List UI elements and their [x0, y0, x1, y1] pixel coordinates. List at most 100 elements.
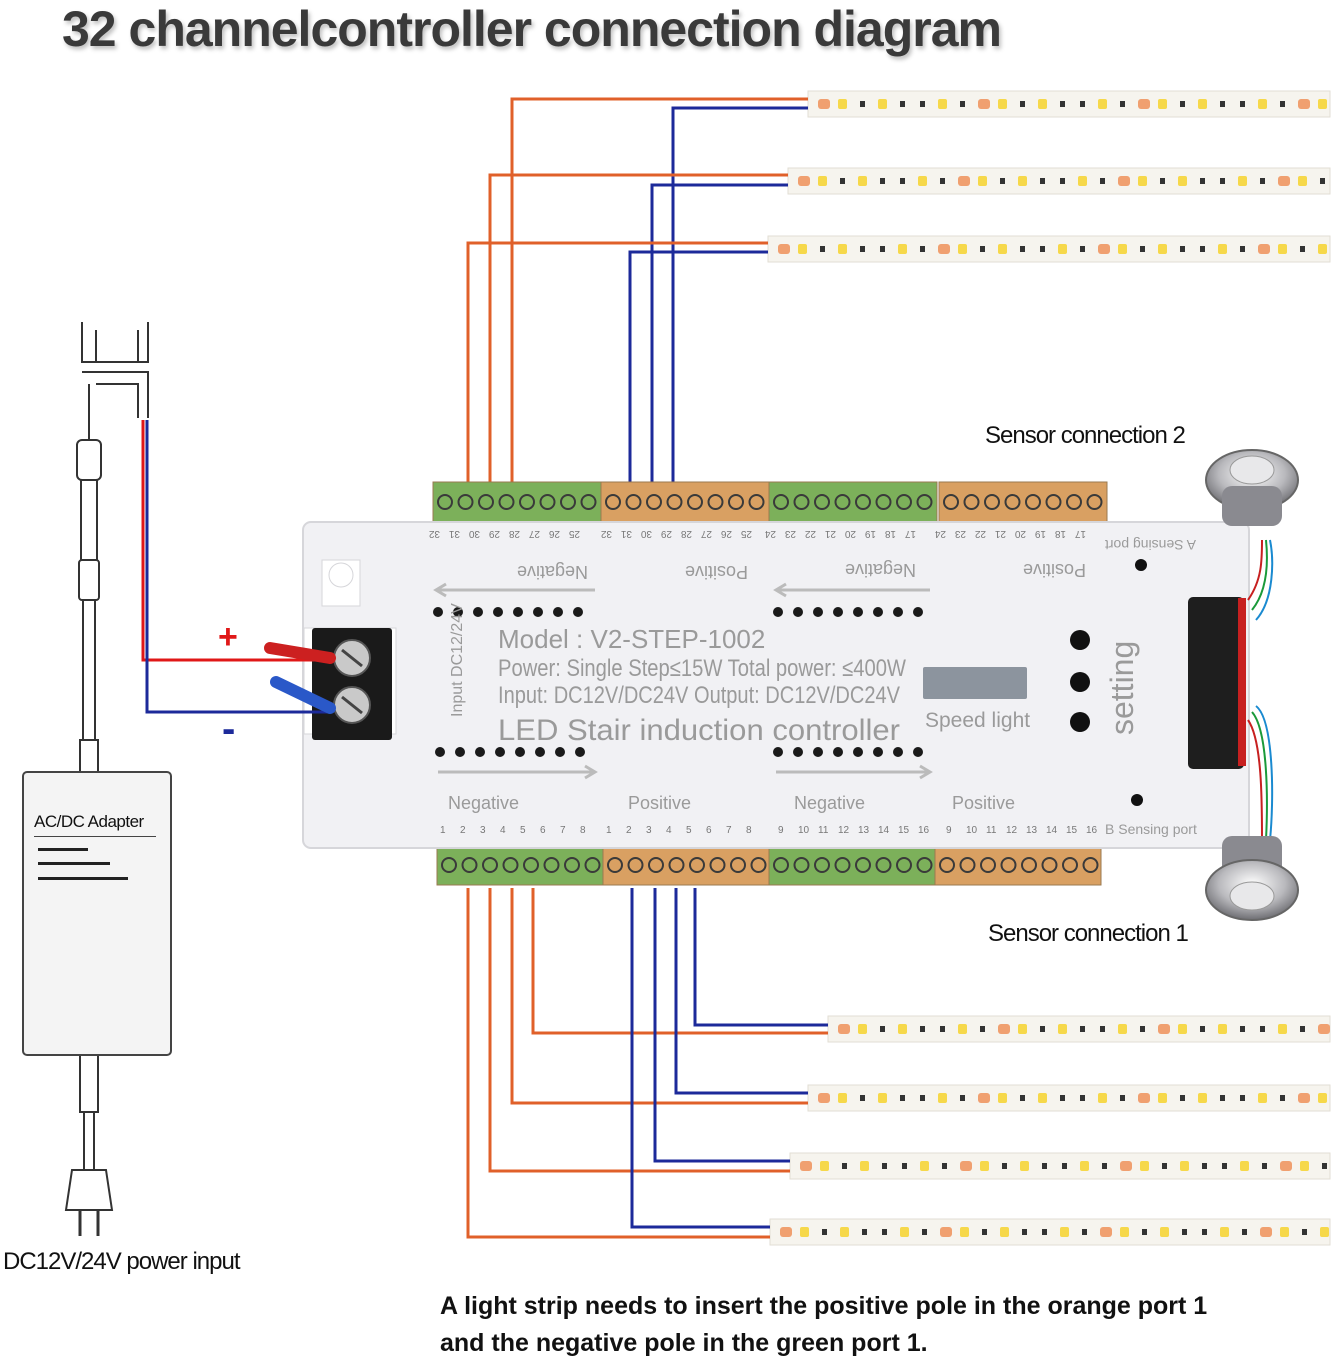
port-number: 21 — [994, 528, 1006, 539]
power-wires — [64, 322, 336, 1236]
instruction-note: A light strip needs to insert the positi… — [440, 1288, 1207, 1362]
plus-sign: + — [218, 618, 238, 656]
wire-bot-3-positive — [488, 888, 790, 1173]
port-number: 26 — [720, 528, 732, 539]
port-number: 22 — [804, 528, 816, 539]
model-label: Model : V2-STEP-1002 — [498, 624, 765, 654]
port-number: 3 — [480, 825, 486, 836]
power-input-label: DC12V/24V power input — [3, 1248, 240, 1275]
port-number: 32 — [600, 528, 612, 539]
controller-labels: Model : V2-STEP-1002 Power: Single Step≤… — [428, 528, 1197, 837]
led-strip — [767, 235, 1331, 263]
setting-label: setting — [1104, 641, 1140, 735]
sensor-connector — [1188, 597, 1244, 769]
port-number: 7 — [560, 825, 566, 836]
terminal-block — [600, 481, 770, 523]
port-number: 29 — [660, 528, 672, 539]
port-number: 20 — [844, 528, 856, 539]
terminal-block — [602, 844, 770, 886]
port-number: 30 — [640, 528, 652, 539]
port-number: 17 — [1074, 528, 1086, 539]
input-label: Input: DC12V/DC24V Output: DC12V/DC24V — [498, 682, 900, 709]
negative-label-1: Negative — [448, 793, 519, 813]
port-number: 15 — [898, 825, 910, 836]
port-number: 5 — [686, 825, 692, 836]
port-number: 1 — [606, 825, 612, 836]
negative-label-top-1: Negative — [517, 562, 588, 582]
port-number: 32 — [428, 528, 440, 539]
port-number: 24 — [764, 528, 776, 539]
terminal-block — [768, 481, 938, 523]
port-number: 28 — [680, 528, 692, 539]
wire-top-3-positive — [466, 241, 768, 484]
port-number: 29 — [488, 528, 500, 539]
led-strip — [769, 1218, 1331, 1246]
wire-bot-3-negative — [653, 888, 790, 1163]
port-number: 16 — [1086, 825, 1098, 836]
port-number: 9 — [946, 825, 952, 836]
port-number: 3 — [646, 825, 652, 836]
port-number: 12 — [838, 825, 850, 836]
port-number: 11 — [818, 825, 829, 836]
b-sensing-port-label: B Sensing port — [1105, 821, 1197, 837]
port-number: 11 — [986, 825, 997, 836]
setting-button-1 — [1070, 630, 1090, 650]
adapter-label: AC/DC Adapter — [34, 812, 144, 831]
port-number: 18 — [1054, 528, 1066, 539]
port-number: 12 — [1006, 825, 1018, 836]
led-strip — [827, 1015, 1331, 1043]
wire-top-1-negative — [671, 106, 808, 484]
led-strip — [789, 1152, 1331, 1180]
wire-top-3-negative — [628, 250, 768, 484]
diagram-title: 32 channelcontroller connection diagram — [62, 1, 1002, 57]
port-number: 31 — [448, 528, 460, 539]
controller-body — [302, 521, 1250, 849]
port-number: 9 — [778, 825, 784, 836]
terminal-block — [938, 481, 1108, 523]
sensor-1 — [1205, 705, 1299, 921]
wire-bot-1-positive — [531, 888, 828, 1035]
port-number: 20 — [1014, 528, 1026, 539]
wire-top-2-positive — [488, 173, 788, 484]
wire-top-2-negative — [650, 183, 788, 484]
port-number: 8 — [580, 825, 586, 836]
negative-label-2: Negative — [794, 793, 865, 813]
port-number: 21 — [824, 528, 836, 539]
port-number: 14 — [1046, 825, 1058, 836]
port-number: 1 — [440, 825, 446, 836]
blue-wire — [145, 420, 330, 714]
controller-name: LED Stair induction controller — [498, 714, 900, 747]
port-number: 7 — [726, 825, 732, 836]
port-number: 23 — [784, 528, 796, 539]
port-number: 31 — [620, 528, 632, 539]
positive-label-top-2: Positive — [1023, 560, 1086, 580]
red-wire — [141, 420, 330, 662]
led-strip — [787, 167, 1331, 195]
wire-top-1-positive — [510, 97, 808, 484]
terminal-block — [436, 844, 604, 886]
terminal-block — [934, 844, 1102, 886]
port-number: 13 — [1026, 825, 1038, 836]
port-number: 18 — [884, 528, 896, 539]
port-number: 2 — [460, 825, 466, 836]
setting-button-3 — [1070, 712, 1090, 732]
port-number: 23 — [954, 528, 966, 539]
port-number: 28 — [508, 528, 520, 539]
port-number: 27 — [528, 528, 540, 539]
note-line-1: A light strip needs to insert the positi… — [440, 1292, 1208, 1320]
a-sensing-port-label: A Sensing port — [1105, 537, 1196, 553]
top-strip-wires — [466, 97, 808, 484]
speed-light-label: Speed light — [925, 709, 1030, 732]
terminal-block — [768, 844, 936, 886]
port-number: 30 — [468, 528, 480, 539]
port-number: 25 — [568, 528, 580, 539]
sensor-2 — [1205, 449, 1299, 621]
port-number: 26 — [548, 528, 560, 539]
port-number: 27 — [700, 528, 712, 539]
bottom-strip-wires — [466, 888, 828, 1239]
port-number: 24 — [934, 528, 946, 539]
setting-button-2 — [1070, 672, 1090, 692]
port-number: 4 — [500, 825, 506, 836]
wire-bot-1-negative — [693, 888, 828, 1027]
